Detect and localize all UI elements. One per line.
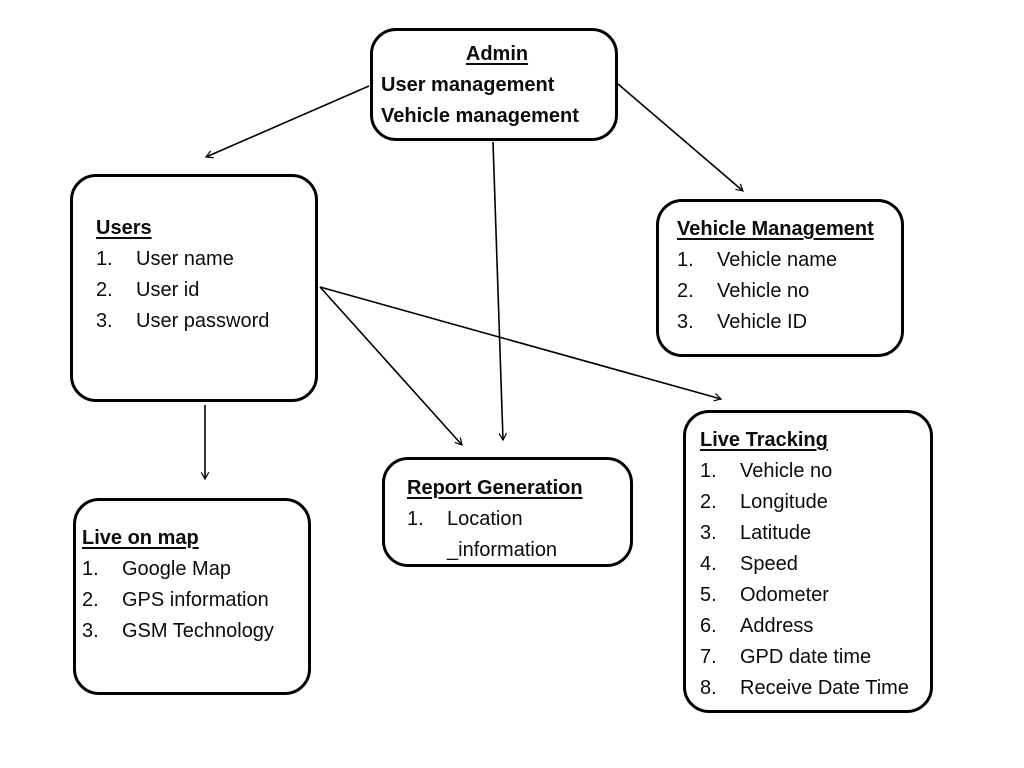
node-list-item: 1. Google Map [82,554,306,585]
list-item-text: Odometer [740,584,829,606]
list-item-number: 3. [700,522,717,544]
list-item-text: Vehicle ID [717,311,808,333]
node-live-on-map: Live on map 1. Google Map 2. GPS information… [73,498,311,695]
node-title-vehicle-management: Vehicle Management [677,218,874,240]
node-list-item: 5. Odometer [700,580,928,611]
list-item-text: Longitude [740,491,828,513]
node-list-item: 4. Speed [700,549,928,580]
list-item-number: 6. [700,615,717,637]
node-list-item: 1. Location [407,504,628,535]
edge-users-to-report-generation [319,286,463,446]
node-list-item: 1. Vehicle name [677,245,899,276]
list-item-text: User id [136,279,200,301]
list-item-text: GPS information [122,589,269,611]
list-item-number: 7. [700,646,717,668]
list-item-number: 3. [96,310,113,332]
node-list-item: 2. User id [96,275,313,306]
list-item-text: User name [136,248,234,270]
node-title-live-on-map: Live on map [82,527,199,549]
list-item-text: User password [136,310,270,332]
node-list-item: 2. GPS information [82,585,306,616]
node-title-live-tracking: Live Tracking [700,429,828,451]
list-item-number: 2. [677,280,694,302]
node-list-item: 3. GSM Technology [82,616,306,647]
node-list-item: 1. User name [96,244,313,275]
list-item-number: 2. [700,491,717,513]
list-item-text: GSM Technology [122,620,274,642]
list-item-text: Receive Date Time [740,677,909,699]
list-item-number: 8. [700,677,717,699]
node-report-generation: Report Generation 1. Location _information [382,457,633,567]
list-item-text: Location [447,508,523,530]
node-title-users: Users [96,217,152,239]
node-text-line: Vehicle management [381,105,579,127]
list-item-number: 4. [700,553,717,575]
list-item-text: Vehicle no [717,280,810,302]
node-list-item: 3. Latitude [700,518,928,549]
list-item-number: 1. [407,508,424,530]
node-list-item: 1. Vehicle no [700,456,928,487]
edge-admin-to-report-generation [492,141,508,442]
list-item-text: Vehicle no [740,460,833,482]
list-item-text: Vehicle name [717,249,838,271]
list-item-text: Latitude [740,522,812,544]
list-item-text: Address [740,615,814,637]
list-item-number: 1. [82,558,99,580]
node-text-line: User management [381,74,555,96]
list-item-number: 1. [700,460,717,482]
list-item-number: 5. [700,584,717,606]
node-list-item: 6. Address [700,611,928,642]
node-list-item: 8. Receive Date Time [700,673,928,704]
list-item-number [407,535,447,566]
list-item-number: 3. [677,311,694,333]
node-list-item: 2. Longitude [700,487,928,518]
node-list-item: 3. Vehicle ID [677,307,899,338]
list-item-number: 2. [96,279,113,301]
list-item-number: 1. [96,248,113,270]
node-vehicle-management: Vehicle Management 1. Vehicle name 2. Vehicl… [656,199,904,357]
edge-admin-to-users [204,85,370,159]
list-item-number: 1. [677,249,694,271]
node-list-item: 7. GPD date time [700,642,928,673]
list-item-text: Google Map [122,558,231,580]
node-list-item: 2. Vehicle no [677,276,899,307]
node-title-report-generation: Report Generation [407,477,583,499]
node-live-tracking: Live Tracking 1. Vehicle no 2. Longitude 3. La… [683,410,933,713]
edge-admin-to-vehicle-management [617,83,744,192]
node-title-admin: Admin [465,43,529,65]
list-item-text: Speed [740,553,798,575]
node-list-item: _information [407,535,628,566]
list-item-number: 3. [82,620,99,642]
node-users: Users 1. User name 2. User id 3. User password [70,174,318,402]
list-item-text: GPD date time [740,646,872,668]
node-list-item: 3. User password [96,306,313,337]
list-item-number: 2. [82,589,99,611]
list-item-text: _information [447,539,558,561]
